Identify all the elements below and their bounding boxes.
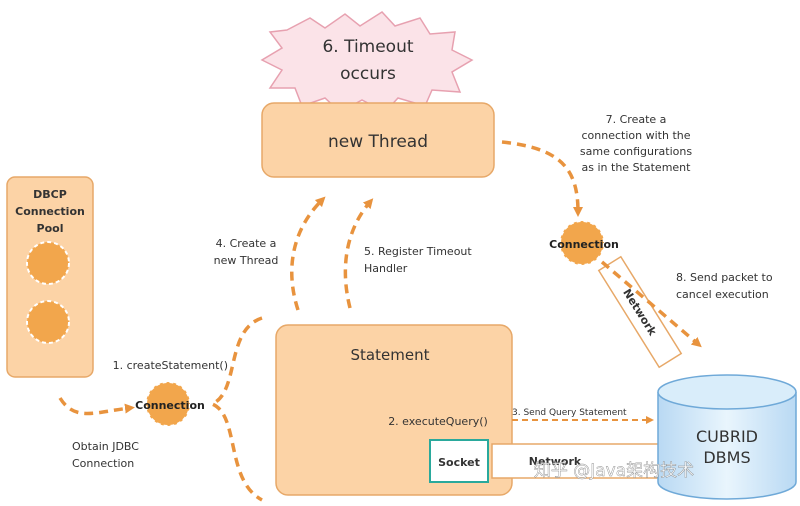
statement-box: Statement 2. executeQuery() Socket (275, 324, 513, 496)
execute-query-label: 2. executeQuery() (388, 415, 488, 428)
connection-left-label: Connection (135, 399, 205, 412)
brace-connection-to-statement (207, 316, 263, 502)
step8-label-line2: cancel execution (676, 288, 769, 301)
step4-label-line1: 4. Create a (216, 237, 277, 250)
step5-label-line1: 5. Register Timeout (364, 245, 472, 258)
new-thread-label: new Thread (328, 132, 428, 152)
timeout-burst-shape (260, 11, 474, 113)
obtain-label-line2: Connection (72, 457, 134, 470)
database-label-line1: CUBRID (696, 427, 758, 446)
step8-label-line1: 8. Send packet to (676, 271, 773, 284)
database-body (657, 392, 797, 500)
connection-right-circle (559, 220, 605, 266)
arrows (58, 140, 702, 502)
database-top (657, 374, 797, 410)
new-thread-box: new Thread (261, 102, 495, 178)
step1-label: 1. createStatement() (113, 359, 228, 372)
arrow-obtain-connection (58, 397, 135, 416)
arrow-create-connection (501, 140, 583, 217)
new-thread-rect (261, 102, 495, 178)
step4-label-line2: new Thread (214, 254, 279, 267)
connection-right-label: Connection (549, 238, 619, 251)
connection-pool: DBCP Connection Pool (6, 176, 94, 378)
timeout-label-line2: occurs (340, 64, 396, 84)
pool-label-line2: Connection (15, 205, 85, 218)
network-horizontal-rect (491, 443, 663, 479)
obtain-label-line1: Obtain JDBC (72, 440, 139, 453)
arrow-create-thread (290, 196, 326, 311)
pool-connection-1 (26, 241, 70, 285)
pool-label-line3: Pool (37, 222, 64, 235)
arrow-cancel-execution (600, 260, 702, 348)
step5-label-line2: Handler (364, 262, 408, 275)
step7-label-line2: connection with the (582, 129, 691, 142)
socket-label: Socket (438, 456, 480, 469)
timeout-label-line1: 6. Timeout (322, 37, 413, 57)
step7-label-line3: same configurations (580, 145, 692, 158)
database: CUBRID DBMS (657, 374, 797, 500)
step7-label-line4: as in the Statement (582, 161, 692, 174)
pool-connection-2 (26, 300, 70, 344)
watermark: 知乎 @Java架构技术 (534, 461, 694, 481)
connection-right: Connection (549, 220, 619, 266)
statement-label: Statement (351, 346, 430, 364)
connection-left-circle (145, 381, 191, 427)
network-horizontal-label: Network (529, 455, 582, 468)
pool-label-line1: DBCP (33, 188, 67, 201)
step7-label-line1: 7. Create a (606, 113, 667, 126)
step3-label: 3. Send Query Statement (512, 408, 627, 418)
database-label-line2: DBMS (703, 448, 750, 467)
connection-left: Connection (135, 381, 205, 427)
network-horizontal: Network (491, 443, 663, 479)
socket-box (429, 439, 489, 483)
network-diagonal: Network (597, 255, 683, 369)
timeout-burst: 6. Timeout occurs (260, 11, 474, 113)
